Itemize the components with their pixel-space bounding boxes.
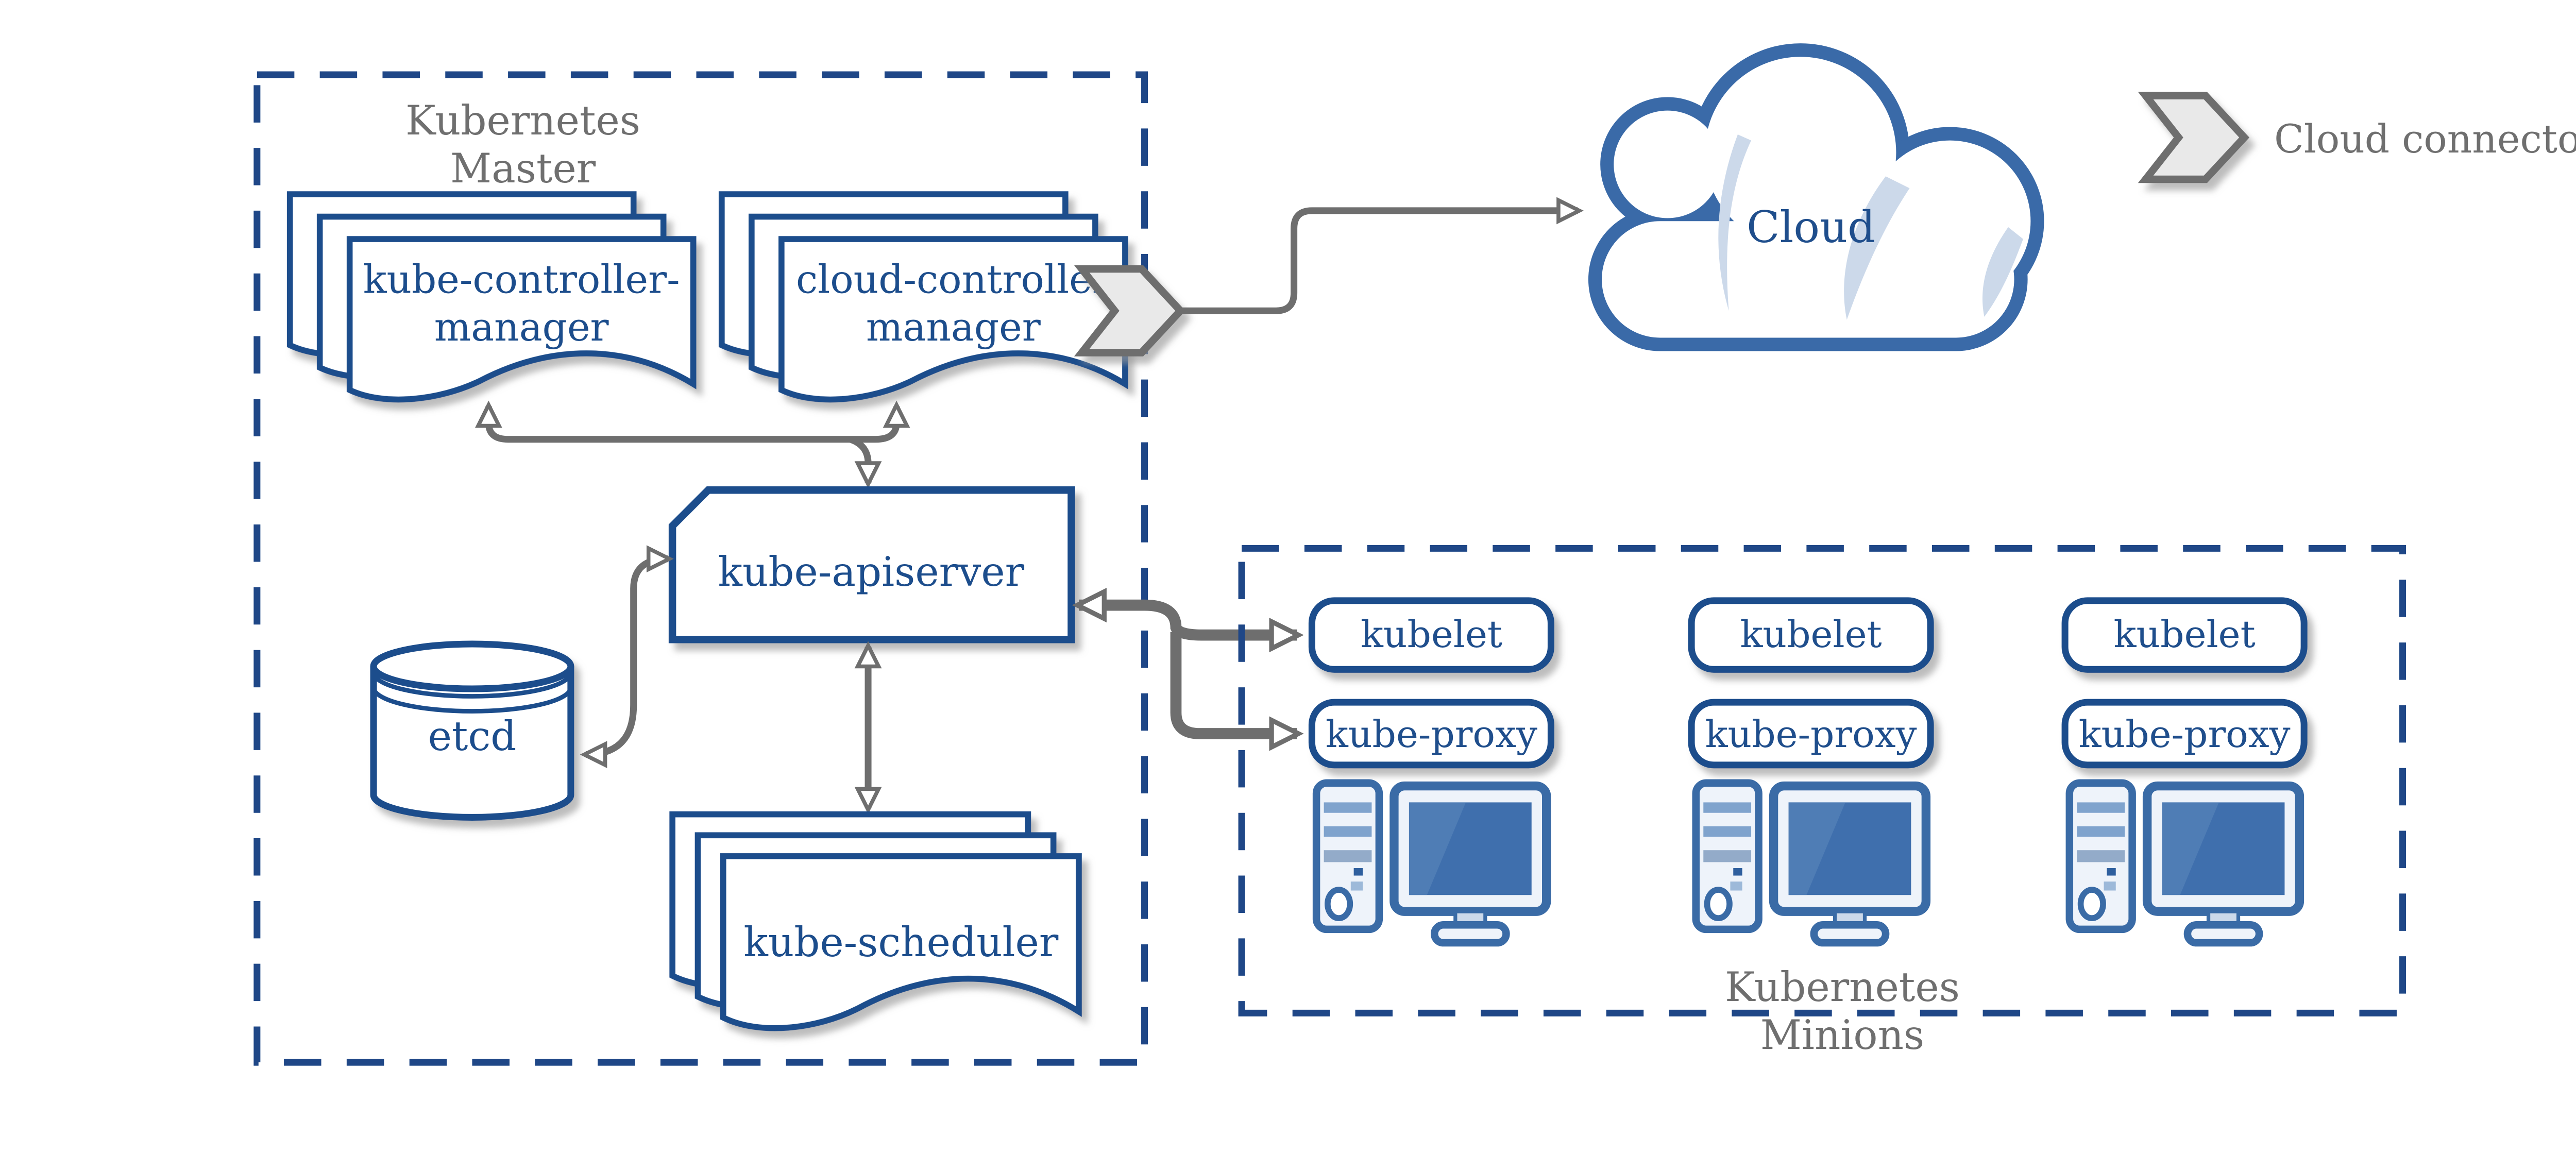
document-stack-icon <box>286 191 697 403</box>
arrow-to-cloud <box>1182 197 1584 314</box>
arrow-junction-to-apiserver <box>849 436 882 489</box>
cloud-shape <box>1588 43 2044 351</box>
node-kube-scheduler: kube-scheduler <box>669 811 1082 1031</box>
computer-icon <box>1316 783 1547 943</box>
master-title-line1: Kubernetes <box>405 97 640 144</box>
kubelet-label: kubelet <box>2114 613 2256 656</box>
cloud-controller-manager-label-line2: manager <box>866 304 1041 350</box>
etcd-label: etcd <box>428 713 517 760</box>
legend-label: Cloud connector <box>2274 116 2576 162</box>
legend: Cloud connector <box>2138 92 2576 183</box>
kubernetes-master-box <box>253 71 1148 1066</box>
kube-proxy-box <box>1688 699 1934 769</box>
arrow-controllers-apiserver <box>474 400 910 443</box>
arrow-apiserver-kubeproxy <box>1170 632 1304 751</box>
kubernetes-minions-box <box>1238 545 2406 1016</box>
kube-controller-manager-label-line1: kube-controller- <box>363 257 680 302</box>
kubelet-label: kubelet <box>1361 613 1502 656</box>
node-kube-apiserver: kube-apiserver <box>668 486 1075 643</box>
minions-title-line1: Kubernetes <box>1725 964 1960 1011</box>
kube-apiserver-shape <box>668 486 1075 643</box>
kubelet-box <box>1308 597 1554 673</box>
minion-node-3: kubelet kube-proxy <box>2061 597 2308 943</box>
cloud-connector-legend-icon <box>2138 92 2250 183</box>
minion-node-2: kubelet kube-proxy <box>1688 597 1934 943</box>
document-stack-icon <box>719 191 1128 403</box>
kube-scheduler-label: kube-scheduler <box>743 919 1059 966</box>
arrow-apiserver-etcd <box>580 545 674 768</box>
arrow-apiserver-kubelet <box>1072 587 1304 653</box>
cloud-highlights <box>1718 134 2023 320</box>
node-etcd: etcd <box>370 640 574 821</box>
kube-proxy-box <box>1308 699 1554 769</box>
kubelet-box <box>1688 597 1934 673</box>
diagram-page: Kubernetes Master kube-controller- manag… <box>253 43 2576 1066</box>
cloud-connector-icon <box>1074 265 1186 357</box>
computer-icon <box>1696 783 1926 943</box>
database-cylinder-icon <box>370 640 574 821</box>
node-cloud-controller-manager: cloud-controller manager <box>719 191 1128 403</box>
minions-title-line2: Minions <box>1760 1012 1924 1059</box>
document-stack-icon <box>669 811 1082 1031</box>
kube-proxy-box <box>2061 699 2308 769</box>
kube-proxy-label: kube-proxy <box>2079 713 2291 756</box>
cloud-label: Cloud <box>1747 202 1875 252</box>
master-title-line2: Master <box>450 145 596 192</box>
minion-node-1: kubelet kube-proxy <box>1308 597 1554 943</box>
kubernetes-architecture-diagram: Kubernetes Master kube-controller- manag… <box>253 43 2576 1066</box>
node-kube-controller-manager: kube-controller- manager <box>286 191 697 403</box>
kubelet-box <box>2061 597 2308 673</box>
kube-controller-manager-label-line2: manager <box>434 304 609 350</box>
computer-icon <box>2070 783 2300 943</box>
kube-apiserver-label: kube-apiserver <box>718 549 1025 596</box>
cloud-controller-manager-label-line1: cloud-controller <box>796 257 1111 302</box>
node-cloud: Cloud <box>1588 43 2044 351</box>
kubelet-label: kubelet <box>1740 613 1882 656</box>
kube-proxy-label: kube-proxy <box>1705 713 1917 756</box>
kube-proxy-label: kube-proxy <box>1326 713 1537 756</box>
